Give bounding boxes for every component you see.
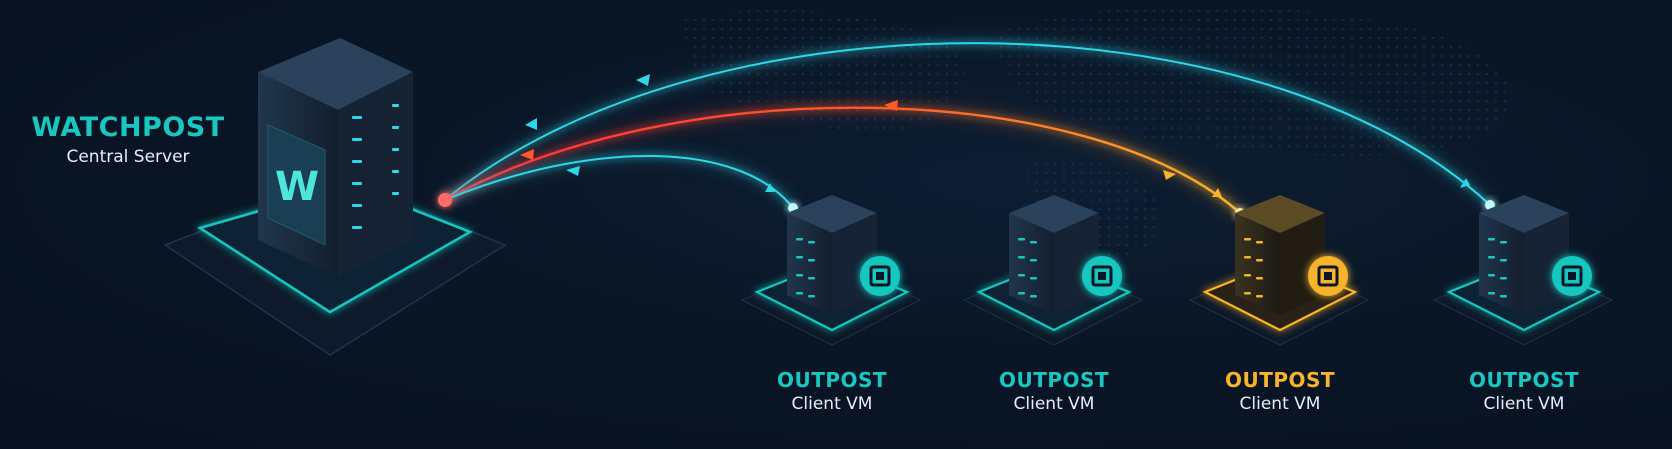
central-subtitle: Central Server bbox=[66, 146, 190, 167]
server-led bbox=[1256, 277, 1263, 280]
arrow-icon bbox=[520, 100, 898, 160]
outpost-title: OUTPOST bbox=[998, 368, 1110, 392]
chip-core bbox=[876, 272, 884, 280]
server-led bbox=[1018, 274, 1025, 277]
chip-core bbox=[1568, 272, 1576, 280]
chip-core bbox=[1098, 272, 1106, 280]
central-logo-panel bbox=[267, 124, 326, 246]
link-outpost-3 bbox=[444, 106, 1241, 214]
outpost-label: OUTPOST Client VM bbox=[1205, 369, 1355, 414]
chip-outline bbox=[1561, 265, 1583, 287]
server-led bbox=[796, 238, 803, 241]
central-server-label: WATCHPOST Central Server bbox=[28, 113, 228, 167]
server-led bbox=[808, 295, 815, 298]
server-led-icon bbox=[1488, 238, 1507, 298]
outpost-label: OUTPOST Client VM bbox=[1449, 369, 1599, 414]
server-led bbox=[1030, 241, 1037, 244]
server-led bbox=[1244, 274, 1251, 277]
chip-core bbox=[1324, 272, 1332, 280]
outpost-server-top bbox=[1479, 195, 1569, 233]
link-origin-node bbox=[438, 193, 452, 207]
server-led bbox=[1030, 277, 1037, 280]
outpost-label: OUTPOST Client VM bbox=[979, 369, 1129, 414]
server-led bbox=[796, 274, 803, 277]
server-led bbox=[1488, 256, 1495, 259]
outpost-server-top bbox=[787, 195, 877, 233]
arrow-icon bbox=[1163, 170, 1222, 197]
server-led bbox=[796, 292, 803, 295]
server-led bbox=[796, 256, 803, 259]
outpost-subtitle: Client VM bbox=[1013, 394, 1095, 414]
central-server-top bbox=[258, 38, 413, 110]
server-led-icon bbox=[1018, 238, 1037, 298]
server-led bbox=[1018, 292, 1025, 295]
outpost-server bbox=[1188, 195, 1370, 346]
outpost-server-top bbox=[1235, 195, 1325, 233]
link-end-node bbox=[1485, 200, 1495, 210]
central-logo-letter: W bbox=[275, 164, 319, 210]
chip-icon bbox=[869, 265, 891, 287]
server-led bbox=[808, 259, 815, 262]
outpost-subtitle: Client VM bbox=[1239, 394, 1321, 414]
server-led bbox=[808, 241, 815, 244]
outpost-label: OUTPOST Client VM bbox=[757, 369, 907, 414]
outpost-server bbox=[1432, 195, 1614, 346]
chip-icon bbox=[1561, 265, 1583, 287]
link-outpost-1 bbox=[444, 155, 794, 209]
chip-outline bbox=[1317, 265, 1339, 287]
server-led bbox=[1500, 277, 1507, 280]
connection-links bbox=[438, 40, 1495, 218]
server-led bbox=[1500, 241, 1507, 244]
server-led-icon bbox=[1244, 238, 1263, 298]
server-led-icon bbox=[352, 104, 399, 229]
server-led bbox=[1256, 259, 1263, 262]
outpost-server bbox=[962, 195, 1144, 346]
chip-outline bbox=[869, 265, 891, 287]
outpost-title: OUTPOST bbox=[1468, 368, 1580, 392]
outposts bbox=[740, 195, 1614, 346]
server-led bbox=[1500, 259, 1507, 262]
arrow-icon bbox=[525, 74, 1470, 192]
chip-icon bbox=[1091, 265, 1113, 287]
outpost-title: OUTPOST bbox=[776, 368, 888, 392]
server-led bbox=[1030, 295, 1037, 298]
server-led bbox=[1244, 256, 1251, 259]
server-led bbox=[1244, 292, 1251, 295]
chip-icon bbox=[1317, 265, 1339, 287]
server-led bbox=[1500, 295, 1507, 298]
outpost-server bbox=[740, 195, 922, 346]
link-outpost-4 bbox=[444, 42, 1491, 206]
server-led bbox=[1488, 238, 1495, 241]
server-led bbox=[1018, 238, 1025, 241]
server-led bbox=[1488, 274, 1495, 277]
outpost-server-top bbox=[1009, 195, 1099, 233]
server-led-icon bbox=[796, 238, 815, 298]
outpost-title: OUTPOST bbox=[1224, 368, 1336, 392]
server-led bbox=[1244, 238, 1251, 241]
server-led bbox=[808, 277, 815, 280]
server-led bbox=[1018, 256, 1025, 259]
chip-outline bbox=[1091, 265, 1113, 287]
central-server: W bbox=[163, 38, 507, 356]
central-server-right bbox=[338, 72, 413, 277]
server-led bbox=[1256, 241, 1263, 244]
server-led bbox=[1256, 295, 1263, 298]
outpost-subtitle: Client VM bbox=[791, 394, 873, 414]
server-led bbox=[1030, 259, 1037, 262]
server-led bbox=[1488, 292, 1495, 295]
central-title: WATCHPOST bbox=[31, 112, 225, 143]
outpost-subtitle: Client VM bbox=[1483, 394, 1565, 414]
